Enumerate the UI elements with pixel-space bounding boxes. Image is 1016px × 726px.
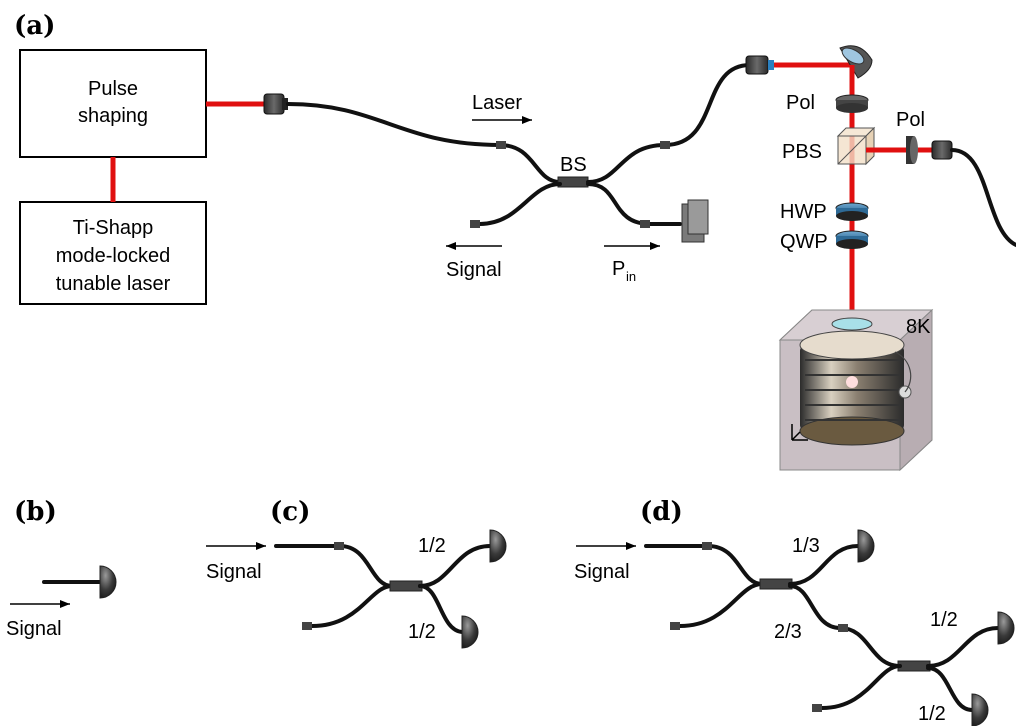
panel-label-b: (b) xyxy=(14,497,57,527)
fiber-d-connector-in xyxy=(702,542,712,550)
panel-c: Signal 1/2 1/2 xyxy=(206,529,507,649)
top-coupler-lens xyxy=(768,60,774,70)
qwp-label: QWP xyxy=(780,231,828,253)
fiber-d2-top xyxy=(926,626,1000,668)
panel-a: Pulse shaping Ti-Shapp mode-locked tunab… xyxy=(19,45,1016,472)
laser-arrow-head xyxy=(522,116,532,124)
fiber-c-bottom xyxy=(418,584,464,634)
laser-label: Laser xyxy=(472,92,522,114)
fiber-d-connector-unused xyxy=(670,622,680,630)
detector-d2-top-icon xyxy=(997,611,1015,645)
laser-box xyxy=(19,201,207,305)
mirror-face xyxy=(841,47,865,65)
pbs-cube-icon xyxy=(836,126,876,166)
power-meter-face xyxy=(687,199,709,235)
fiber-connector-setup xyxy=(660,141,670,149)
side-coupler-icon xyxy=(931,140,953,160)
fiber-side-out xyxy=(950,148,1016,247)
beam-splitter-d2 xyxy=(897,660,931,672)
signal-arrow-c-head xyxy=(256,542,266,550)
panel-label-a: (a) xyxy=(14,11,55,41)
hwp-label: HWP xyxy=(780,201,827,223)
ratio-d-mid: 2/3 xyxy=(774,621,802,643)
laser-box-line3: tunable laser xyxy=(56,273,171,295)
panel-label-c: (c) xyxy=(270,497,310,527)
pin-arrow-head xyxy=(650,242,660,250)
fiber-c-unused xyxy=(310,584,394,628)
pulse-shaping-line1: Pulse xyxy=(88,78,138,100)
fiber-connector-signal xyxy=(470,220,480,228)
pin-sub-label: in xyxy=(626,269,636,284)
fiber-c-top xyxy=(418,544,492,588)
signal-label-c: Signal xyxy=(206,561,262,583)
signal-label: Signal xyxy=(446,259,502,281)
detector-d2-bottom-icon xyxy=(971,693,989,726)
pulse-shaping-box xyxy=(19,49,207,158)
fiber-d-unused xyxy=(678,582,764,628)
detector-c-top-icon xyxy=(489,529,507,563)
signal-arrow-b-head xyxy=(60,600,70,608)
pin-label: P xyxy=(612,258,625,280)
fiber-input xyxy=(286,102,502,147)
ratio-d-top: 1/3 xyxy=(792,535,820,557)
beam-splitter xyxy=(557,176,589,188)
pol-side-label: Pol xyxy=(896,109,925,131)
hwp-base xyxy=(836,211,868,221)
fiber-c-in xyxy=(274,544,394,588)
fiber-c-connector-unused xyxy=(302,622,312,630)
detector-c-bottom-icon xyxy=(461,615,479,649)
fiber-d2-unused xyxy=(820,664,902,710)
ratio-c-bottom: 1/2 xyxy=(408,621,436,643)
fiber-d-connector-mid xyxy=(838,624,848,632)
laser-box-line1: Ti-Shapp xyxy=(73,217,153,239)
fiber-c-connector-in xyxy=(334,542,344,550)
pbs-label: PBS xyxy=(782,141,822,163)
polarizer-side-face xyxy=(910,136,918,164)
bs-label: BS xyxy=(560,154,587,176)
signal-arrow-head xyxy=(446,242,456,250)
qwp-base xyxy=(836,239,868,249)
signal-label-b: Signal xyxy=(6,618,62,640)
fiber-to-setup xyxy=(586,63,752,184)
fiber-d2-bottom xyxy=(926,666,974,712)
fiber-input-to-bs xyxy=(498,143,562,184)
top-coupler-icon xyxy=(745,55,769,75)
panel-b: Signal xyxy=(6,565,117,640)
pulse-shaping-line2: shaping xyxy=(78,105,148,127)
fiber-d2-connector-unused xyxy=(812,704,822,712)
temperature-label: 8K xyxy=(906,316,931,338)
detector-d-top-icon xyxy=(857,529,875,563)
fiber-d-top xyxy=(788,544,860,586)
fiber-pin-out xyxy=(586,182,682,226)
panel-label-d: (d) xyxy=(640,497,683,527)
ratio-c-top: 1/2 xyxy=(418,535,446,557)
ratio-d2-bottom: 1/2 xyxy=(918,703,946,725)
fiber-connector xyxy=(496,141,506,149)
cryostat-icon xyxy=(778,308,934,472)
polarizer-top-base xyxy=(836,103,868,113)
ratio-d2-top: 1/2 xyxy=(930,609,958,631)
fiber-coupler-icon xyxy=(263,93,285,115)
detector-b-icon xyxy=(99,565,117,599)
fiber-d-in xyxy=(644,544,764,586)
laser-box-line2: mode-locked xyxy=(56,245,171,267)
signal-arrow-d-head xyxy=(626,542,636,550)
fiber-coupler-tip xyxy=(282,98,288,110)
signal-label-d: Signal xyxy=(574,561,630,583)
fiber-signal-out xyxy=(478,182,562,226)
beam-splitter-d1 xyxy=(759,578,793,590)
beam-splitter-c xyxy=(389,580,423,592)
panel-d: Signal 1/3 2/3 1/2 1/2 xyxy=(574,529,1015,726)
pol-top-label: Pol xyxy=(786,92,815,114)
fiber-connector-pin xyxy=(640,220,650,228)
